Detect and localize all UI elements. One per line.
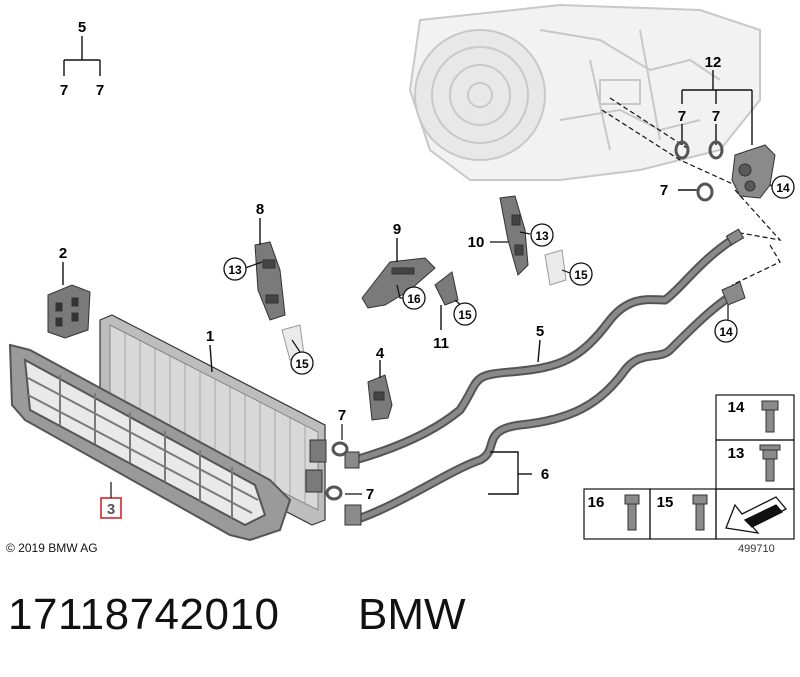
legend-13: 13: [728, 445, 745, 462]
legend-16: 16: [588, 494, 605, 511]
callout-7-e: 7: [366, 486, 374, 503]
callout-circle-15-c: [569, 262, 593, 286]
o-rings-trans: [674, 140, 724, 202]
brand-name: BMW: [358, 590, 466, 639]
bolt-13-icon: [759, 444, 781, 482]
callout-13-a: 13: [228, 263, 242, 277]
bracket-10: [499, 195, 567, 286]
callout-7-d: 7: [338, 407, 346, 424]
callout-12: 12: [705, 54, 722, 71]
callout-circle-16-a: [402, 286, 426, 310]
callout-5: 5: [536, 323, 544, 340]
callout-15-a: 15: [295, 357, 309, 371]
bracket-9: [361, 257, 459, 309]
callout-circle-14-b: [714, 319, 738, 343]
callout-1: 1: [206, 328, 214, 345]
transmission-ghost: [408, 3, 761, 181]
callout-circle-13-a: [223, 257, 247, 281]
arrow-icon: [725, 496, 788, 534]
callout-4: 4: [376, 345, 385, 362]
callout-16-a: 16: [407, 292, 421, 306]
leader-1: [209, 344, 213, 373]
bolt-16-icon: [624, 494, 640, 531]
leader-13-a: [244, 261, 263, 269]
leader-5: [537, 339, 541, 363]
leader-15-a: [291, 339, 301, 353]
callout-tree-5: [63, 36, 101, 76]
callout-13-b: 13: [535, 229, 549, 243]
callout-11: 11: [433, 335, 449, 352]
bracket-2: [47, 284, 91, 339]
leader-16-a: [396, 284, 403, 299]
callout-5-top: 5: [78, 19, 86, 36]
o-rings-cooler: [325, 441, 349, 501]
hose-line-5: [350, 233, 740, 465]
dashed-leaders: [601, 97, 782, 286]
callout-tree-12: [678, 70, 773, 191]
callout-circle-15-a: [290, 351, 314, 375]
callout-3: 3: [107, 501, 115, 518]
callout-15-b: 15: [458, 308, 472, 322]
callout-circle-13-b: [530, 223, 554, 247]
bolt-15-icon: [692, 494, 708, 531]
callout-9: 9: [393, 221, 401, 238]
fastener-legend: [583, 394, 795, 540]
callout-15-c: 15: [574, 268, 588, 282]
callout-7-top-right: 7: [96, 82, 104, 99]
bolt-14-icon: [761, 400, 779, 433]
callout-7-a: 7: [678, 108, 686, 125]
callout-7-top-left: 7: [60, 82, 68, 99]
callout-7-c: 7: [660, 182, 668, 199]
image-number: 499710: [738, 543, 775, 555]
bracket-8: [254, 241, 305, 361]
callout-tree-6: [488, 451, 532, 495]
callout-2: 2: [59, 245, 67, 262]
part-number: 17118742010: [8, 590, 280, 639]
copyright-text: © 2019 BMW AG: [6, 541, 98, 555]
callout-7-b: 7: [712, 108, 720, 125]
hose-line-6: [350, 293, 733, 525]
transmission-fitting: [731, 144, 776, 199]
legend-15: 15: [657, 494, 674, 511]
callout-8: 8: [256, 201, 264, 218]
legend-14: 14: [728, 399, 745, 416]
bracket-4: [367, 374, 393, 421]
air-duct-frame: [8, 343, 292, 542]
callout-circle-14-a: [771, 175, 795, 199]
callout-14-b: 14: [719, 325, 733, 339]
oil-cooler: [99, 314, 327, 526]
hose-end-fittings: [344, 228, 746, 526]
callout-14-a: 14: [776, 181, 790, 195]
callout-circle-15-b: [453, 302, 477, 326]
callout-6: 6: [541, 466, 549, 483]
callout-10: 10: [468, 234, 485, 251]
leader-15-c: [561, 269, 571, 274]
leader-13-b: [519, 231, 531, 235]
